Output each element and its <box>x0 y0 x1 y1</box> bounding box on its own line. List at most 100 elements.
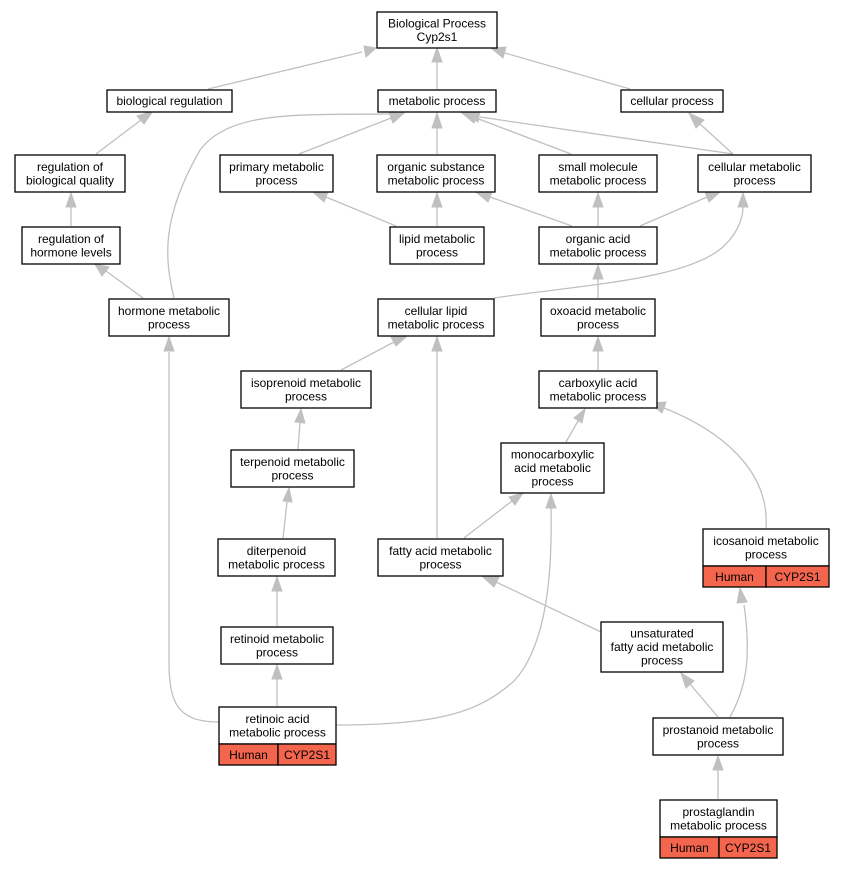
node-label-line: isoprenoid metabolic <box>251 376 361 390</box>
edge-arrowhead <box>545 492 557 509</box>
node-label-line: cellular process <box>630 94 713 108</box>
gene-label: CYP2S1 <box>774 570 820 584</box>
node-box <box>538 154 658 193</box>
node-box <box>652 717 784 756</box>
edge-arrowhead <box>592 191 604 208</box>
edge-26 <box>663 407 767 529</box>
gene-label: CYP2S1 <box>725 841 771 855</box>
edge-15 <box>639 196 708 227</box>
edge-20 <box>340 341 395 371</box>
node-label-line: diterpenoid <box>247 544 306 558</box>
node-label-line: icosanoid metabolic <box>713 534 818 548</box>
node-box <box>14 154 126 193</box>
edge-arrowhead <box>431 111 443 129</box>
edge-arrowhead <box>592 335 604 352</box>
node-label-line: organic substance <box>387 160 485 174</box>
node-box <box>540 298 656 337</box>
node-box <box>218 706 337 745</box>
edge-arrowhead <box>474 191 493 203</box>
edge-arrowhead <box>737 191 749 208</box>
node-label-line: carboxylic acid <box>559 376 638 390</box>
node-label-line: retinoid metabolic <box>230 632 324 646</box>
node-box <box>377 89 497 113</box>
edge-arrowhead <box>489 46 507 59</box>
node-label-line: fatty acid metabolic <box>389 544 492 558</box>
node-metabolic-process[interactable]: metabolic process <box>377 89 497 113</box>
edge-33 <box>729 604 748 718</box>
node-label-line: lipid metabolic <box>399 232 475 246</box>
node-cellular-process[interactable]: cellular process <box>620 89 724 113</box>
node-label-line: hormone metabolic <box>118 304 220 318</box>
edge-5 <box>298 117 392 155</box>
node-biological-regulation[interactable]: biological regulation <box>106 89 233 113</box>
node-box <box>230 449 355 488</box>
node-label-line: process <box>577 317 619 331</box>
edge-0 <box>207 51 363 90</box>
node-label-line: process <box>419 557 461 571</box>
node-label-line: unsaturated <box>630 627 693 641</box>
node-label-line: metabolic process <box>228 557 325 571</box>
node-label-line: process <box>641 654 683 668</box>
node-box <box>377 298 495 337</box>
edge-28 <box>495 581 602 633</box>
edge-arrowhead <box>390 335 409 347</box>
node-label-line: small molecule <box>558 160 638 174</box>
node-label-line: biological quality <box>26 173 114 187</box>
edge-23 <box>565 420 579 443</box>
node-label-line: process <box>733 173 775 187</box>
edge-arrowhead <box>573 407 586 424</box>
node-label-line: process <box>148 317 190 331</box>
species-label: Human <box>715 570 754 584</box>
edge-arrowhead <box>93 263 110 277</box>
node-label-line: process <box>256 645 298 659</box>
node-box <box>702 528 830 567</box>
node-label-line: monocarboxylic <box>511 448 594 462</box>
edge-22 <box>297 422 301 450</box>
node-box <box>600 621 724 673</box>
edge-arrowhead <box>712 754 724 771</box>
node-box <box>376 11 498 49</box>
edge-arrowhead <box>680 671 695 689</box>
node-label-line: Cyp2s1 <box>417 30 458 44</box>
edge-arrowhead <box>508 492 525 506</box>
edge-9 <box>699 123 734 155</box>
edge-arrowhead <box>311 191 329 203</box>
edge-arrowhead <box>271 663 283 680</box>
edge-arrowhead <box>592 263 604 280</box>
edge-13 <box>489 196 573 227</box>
node-label-line: Biological Process <box>388 16 486 30</box>
node-box <box>697 154 812 193</box>
node-label-line: process <box>745 547 787 561</box>
gene-cell <box>277 743 337 766</box>
node-box <box>659 799 778 838</box>
node-label-line: metabolic process <box>550 173 647 187</box>
node-box <box>538 226 658 265</box>
node-label-line: cellular metabolic <box>708 160 801 174</box>
node-label-line: regulation of <box>37 160 104 174</box>
edge-arrowhead <box>431 46 443 63</box>
